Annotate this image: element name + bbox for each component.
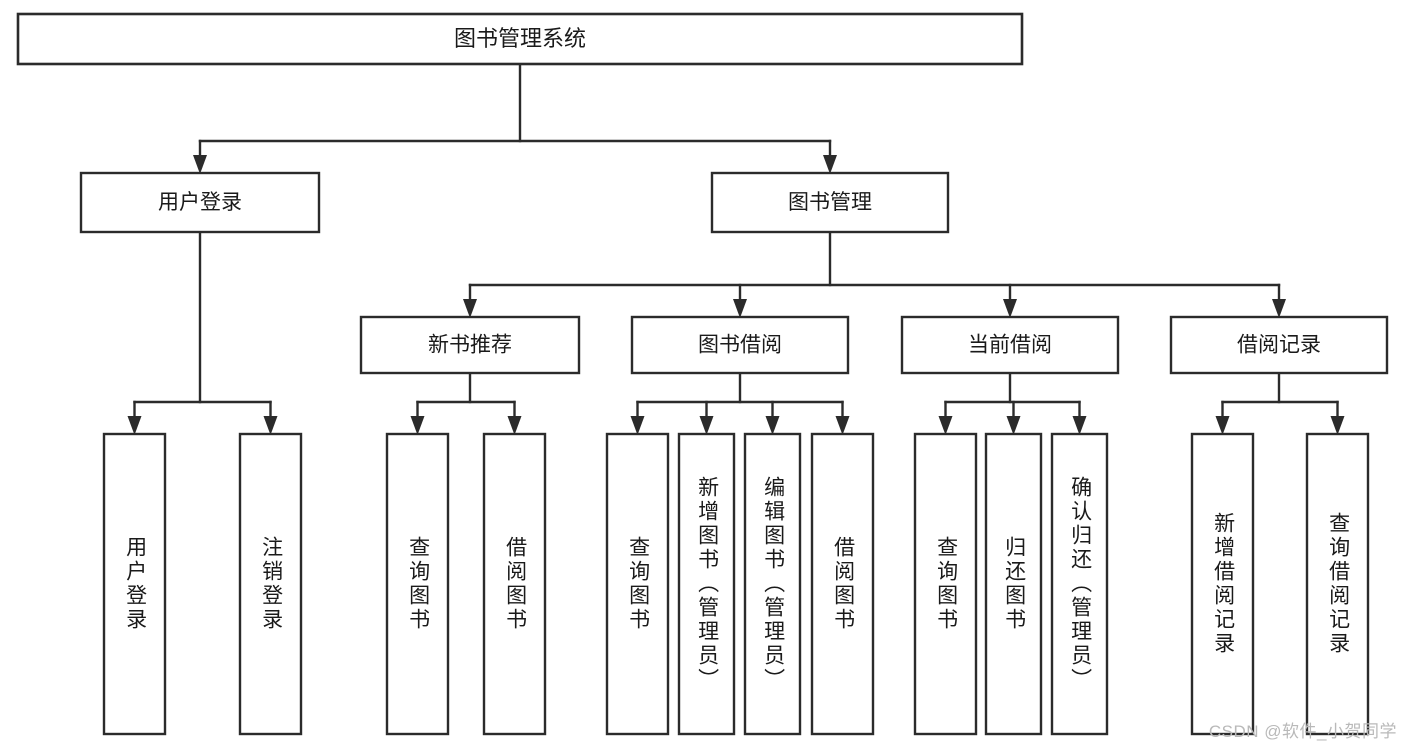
edge-arrowhead	[699, 416, 714, 435]
node-leaf-query-record[interactable]	[1305, 432, 1370, 736]
node-box[interactable]	[385, 432, 450, 736]
node-label: 图书管理	[788, 191, 872, 214]
node-box[interactable]	[743, 432, 802, 736]
node-borrow-record[interactable]: 借阅记录	[1169, 315, 1389, 375]
edge-arrowhead	[823, 155, 837, 174]
edge-arrowhead	[1272, 299, 1286, 318]
edge-arrowhead	[1215, 416, 1230, 435]
node-leaf-return-book[interactable]	[984, 432, 1043, 736]
node-leaf-logout[interactable]	[238, 432, 303, 736]
node-box[interactable]	[677, 432, 736, 736]
node-label: 借阅记录	[1237, 334, 1321, 357]
edge-arrowhead	[410, 416, 425, 435]
node-box[interactable]	[1305, 432, 1370, 736]
node-leaf-borrow-book-2[interactable]	[810, 432, 875, 736]
node-leaf-query-book-1[interactable]	[385, 432, 450, 736]
node-book-borrow[interactable]: 图书借阅	[630, 315, 850, 375]
node-leaf-query-book-2[interactable]	[605, 432, 670, 736]
edge-arrowhead	[630, 416, 645, 435]
edge-arrowhead	[263, 416, 278, 435]
edge-arrowhead	[507, 416, 522, 435]
node-leaf-add-book[interactable]	[677, 432, 736, 736]
node-label: 新书推荐	[428, 334, 512, 357]
node-box[interactable]	[79, 171, 321, 234]
node-box[interactable]	[984, 432, 1043, 736]
edge-arrowhead	[1006, 416, 1021, 435]
edge-arrowhead	[835, 416, 850, 435]
edge-arrowhead	[463, 299, 477, 318]
node-leaf-add-record[interactable]	[1190, 432, 1255, 736]
node-user-login[interactable]: 用户登录	[79, 171, 321, 234]
node-label: 图书管理系统	[454, 26, 586, 51]
node-leaf-query-book-3[interactable]	[913, 432, 978, 736]
node-box[interactable]	[900, 315, 1120, 375]
node-root[interactable]: 图书管理系统	[16, 12, 1024, 66]
node-box[interactable]	[482, 432, 547, 736]
edge-arrowhead	[1072, 416, 1087, 435]
node-box[interactable]	[1169, 315, 1389, 375]
node-box[interactable]	[913, 432, 978, 736]
node-label: 图书借阅	[698, 334, 782, 357]
edge-arrowhead	[1003, 299, 1017, 318]
edge-arrowhead	[127, 416, 142, 435]
node-new-book-recommend[interactable]: 新书推荐	[359, 315, 581, 375]
node-box[interactable]	[1190, 432, 1255, 736]
node-label: 用户登录	[158, 191, 242, 214]
node-box[interactable]	[810, 432, 875, 736]
node-label: 当前借阅	[968, 334, 1052, 357]
node-box[interactable]	[1050, 432, 1109, 736]
node-current-borrow[interactable]: 当前借阅	[900, 315, 1120, 375]
node-leaf-confirm-return[interactable]	[1050, 432, 1109, 736]
node-box[interactable]	[710, 171, 950, 234]
node-leaf-edit-book[interactable]	[743, 432, 802, 736]
node-box[interactable]	[238, 432, 303, 736]
edge-arrowhead	[938, 416, 953, 435]
node-book-manage[interactable]: 图书管理	[710, 171, 950, 234]
node-leaf-user-login[interactable]	[102, 432, 167, 736]
edges-layer	[127, 62, 1345, 435]
edge-arrowhead	[733, 299, 747, 318]
node-box[interactable]	[605, 432, 670, 736]
edge-arrowhead	[193, 155, 207, 174]
node-leaf-borrow-book-1[interactable]	[482, 432, 547, 736]
node-box[interactable]	[359, 315, 581, 375]
edge-arrowhead	[1330, 416, 1345, 435]
node-box[interactable]	[102, 432, 167, 736]
edge-arrowhead	[765, 416, 780, 435]
node-box[interactable]	[630, 315, 850, 375]
node-box[interactable]	[16, 12, 1024, 66]
